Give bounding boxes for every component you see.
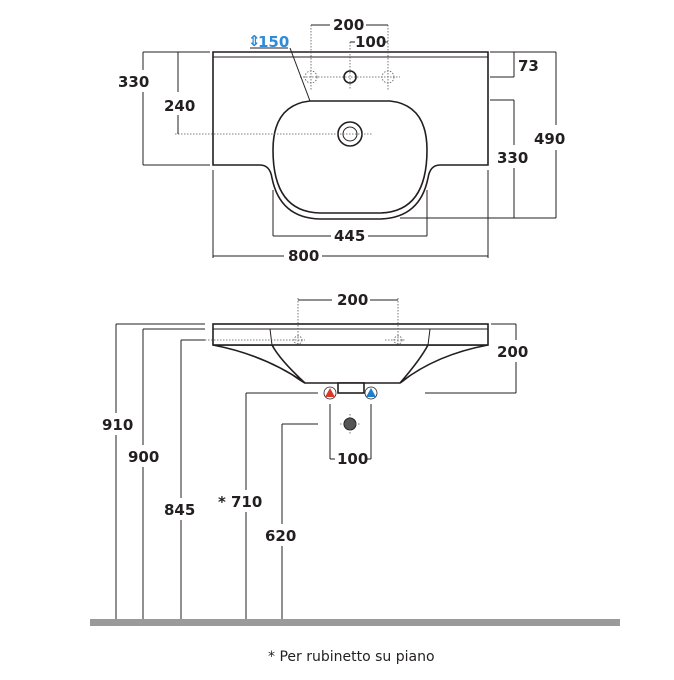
dim-330-left: 330	[118, 73, 149, 91]
dim-910: 910	[102, 416, 133, 434]
dim-800: 800	[288, 247, 319, 265]
bracket-left	[212, 344, 306, 384]
dim-100-front: 100	[337, 450, 368, 468]
tap-hole-center	[343, 70, 357, 84]
floor-line	[90, 619, 620, 626]
top-view: ⇕ 150 200 100 330 240 73 490 330 445 800	[118, 16, 565, 265]
dim-200-front-right: 200	[497, 343, 528, 361]
height-adjust-icon: ⇕	[248, 32, 261, 50]
dim-710: 710	[231, 493, 262, 511]
dim-200-front-top: 200	[337, 291, 368, 309]
dim-445: 445	[334, 227, 365, 245]
dim-100-top: 100	[355, 33, 386, 51]
dim-240: 240	[164, 97, 195, 115]
front-view: 200 200 100 910 900 845 * 710 620	[90, 291, 620, 626]
footnote: * Per rubinetto su piano	[268, 649, 435, 665]
dim-900: 900	[128, 448, 159, 466]
dim-200-top: 200	[333, 16, 364, 34]
dim-73: 73	[518, 57, 539, 75]
waste-outlet	[337, 382, 365, 394]
dim-620: 620	[265, 527, 296, 545]
dim-710-marker: *	[218, 493, 226, 511]
countertop-front	[212, 323, 489, 346]
dim-150: 150	[258, 33, 289, 51]
dim-845: 845	[164, 501, 195, 519]
dim-490: 490	[534, 130, 565, 148]
dim-330-right: 330	[497, 149, 528, 167]
bracket-right	[399, 344, 489, 384]
bowl-outline	[272, 100, 428, 214]
